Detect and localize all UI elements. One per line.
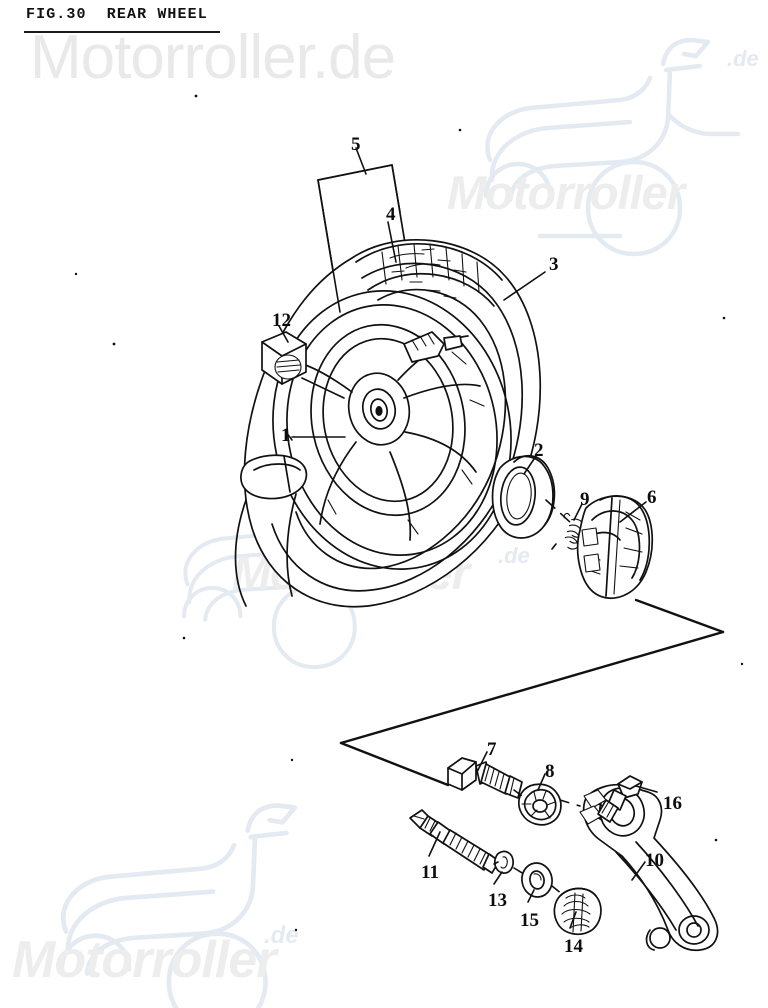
callout-13: 13: [488, 890, 507, 911]
callout-1: 1: [281, 425, 291, 446]
page-title: FIG.30 REAR WHEEL: [26, 6, 208, 23]
watermark-mid-text: Motorroller: [447, 166, 685, 219]
callout-7: 7: [487, 739, 497, 760]
scan-speckles: [74, 94, 744, 932]
part-13-split-cotter-pin: [493, 850, 514, 874]
callout-14: 14: [564, 936, 583, 957]
part-3-4-1-wheel-and-tire: [234, 239, 542, 608]
callout-6: 6: [647, 487, 657, 508]
title-underline: [24, 31, 220, 33]
part-16-pinch-bolt: [597, 775, 643, 823]
watermark-low-suffix: .de: [498, 543, 530, 568]
assembly-bracket-line: [339, 598, 725, 787]
callout-11: 11: [421, 862, 439, 883]
part-14-brake-cam-spline-nut: [553, 887, 602, 936]
watermark-top-text: Motorroller.de: [30, 23, 396, 92]
part-11-rear-axle-shaft: [409, 809, 500, 874]
callout-16: 16: [663, 793, 682, 814]
part-10-brake-arm-lever: [579, 783, 719, 952]
callout-15: 15: [520, 910, 539, 931]
callout-9: 9: [580, 489, 590, 510]
callout-4: 4: [386, 204, 396, 225]
part-15-flat-washer: [521, 862, 553, 898]
part-2-oil-seal-ring: [491, 454, 556, 539]
part-8-castellated-washer: [518, 783, 562, 826]
callout-2: 2: [534, 440, 544, 461]
callout-12: 12: [272, 310, 291, 331]
part-6-brake-shoe-set: [576, 495, 654, 599]
watermark-mid-suffix: .de: [727, 46, 759, 71]
part-12-axle-hex-nut: [261, 331, 307, 385]
callout-5: 5: [351, 134, 361, 155]
watermark-bottom-suffix: .de: [264, 922, 299, 949]
valve-stem: [403, 331, 463, 363]
watermark-bottom-text: Motorroller: [12, 931, 276, 989]
callout-8: 8: [545, 761, 555, 782]
callout-3: 3: [549, 254, 559, 275]
callout-leader-lines: [278, 147, 658, 929]
callout-10: 10: [645, 850, 664, 871]
